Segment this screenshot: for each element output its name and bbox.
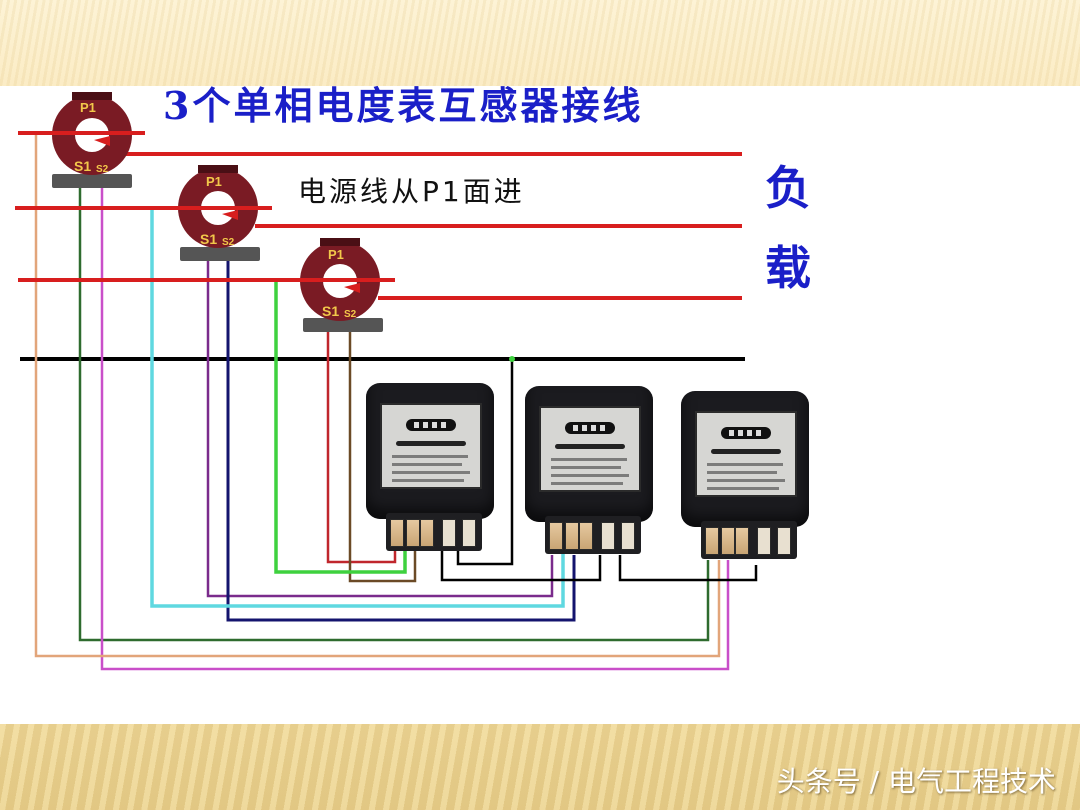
meter-face [380, 403, 482, 489]
watermark: 头条号 / 电气工程技术 [776, 765, 1056, 798]
meter-face [539, 406, 641, 492]
energy-meter-3 [681, 391, 809, 559]
l3-voltage-wire [274, 280, 407, 574]
energy-meter-2 [525, 386, 653, 554]
ct-3-s2-label: S2 [344, 309, 357, 320]
meter-counter [565, 422, 615, 434]
neutral-jumper-1-2 [440, 550, 602, 582]
ct3-s2-wire [348, 318, 417, 583]
ct3-s1-wire [326, 318, 397, 564]
ct1-s1-wire [78, 185, 710, 642]
meter-disc [711, 449, 781, 454]
meter-terminal-block [701, 521, 797, 559]
subtitle-power-in: 电源线从P1面进 [298, 175, 525, 208]
neutral-drop-wire [456, 359, 514, 566]
load-label-char-1: 负 [765, 161, 811, 215]
meter-disc [396, 441, 466, 446]
ct-1-s2-label: S2 [96, 164, 109, 175]
meter-disc [555, 444, 625, 449]
ct-2-s2-label: S2 [222, 237, 235, 248]
l2-voltage-wire [150, 208, 565, 608]
footer-band: 头条号 / 电气工程技术 [0, 724, 1080, 810]
meter-body [525, 386, 653, 522]
load-label: 负 载 [760, 148, 816, 308]
meter-body [681, 391, 809, 527]
ct2-s1-wire [206, 258, 554, 598]
meter-body [366, 383, 494, 519]
meter-terminal-block [545, 516, 641, 554]
energy-meter-1 [366, 383, 494, 551]
l1-voltage-wire [34, 133, 721, 658]
ct2-s2-wire [226, 258, 576, 622]
ct-1-p1-label: P1 [80, 100, 96, 115]
ct-2-p1-label: P1 [206, 174, 222, 189]
meter-terminal-block [386, 513, 482, 551]
meter-counter [721, 427, 771, 439]
ct-3-p1-label: P1 [328, 247, 344, 262]
ct-1-s1-label: S1 [74, 158, 92, 174]
meter-face [695, 411, 797, 497]
ct-3-s1-label: S1 [322, 303, 340, 319]
neutral-tap-dot [509, 356, 515, 362]
header-band [0, 0, 1080, 86]
slide-title: 3个单相电度表互感器接线 [163, 83, 644, 128]
load-label-char-2: 载 [765, 241, 811, 295]
meter-counter [406, 419, 456, 431]
neutral-jumper-2-3 [618, 555, 758, 582]
ct1-s2-wire [100, 185, 730, 671]
secondary-wiring [34, 133, 758, 671]
ct-2-s1-label: S1 [200, 231, 218, 247]
